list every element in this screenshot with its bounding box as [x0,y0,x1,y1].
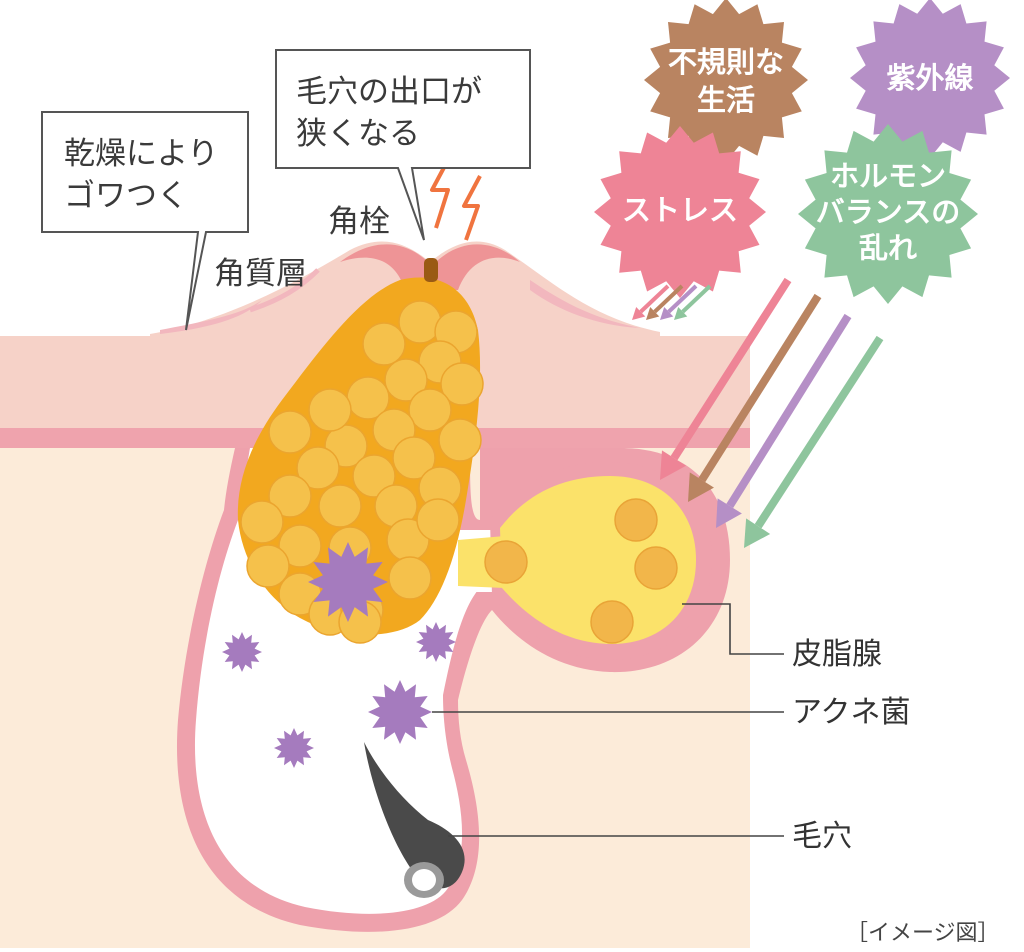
burst-label: 生活 [697,83,755,117]
plug-cell [268,410,312,454]
cause-arrows [632,277,884,548]
cause-arrow [716,313,852,528]
plug-cell [440,362,484,406]
plug-cell [246,544,290,588]
burst-label: 乱れ [859,231,917,265]
sebum-globules [484,498,678,644]
plug-cell [388,556,432,600]
plug-cell [296,446,340,490]
plug-cell [392,436,436,480]
callout-dry-line2: ゴワつく [64,178,188,214]
cause-arrow [688,293,822,502]
burst-shape [644,0,808,162]
burst-label: ホルモン [830,159,946,193]
spark-left-icon [430,159,450,229]
burst-shape [850,0,1010,158]
plug-cell [398,300,442,344]
cause-arrow [744,335,884,548]
acne-bacterium-icon [308,542,388,622]
label-keana: 毛穴 [792,819,852,854]
plug-cells [240,300,484,644]
plug-cell [416,498,460,542]
callout-narrow-box [275,49,531,241]
acne-bacterium-icon [368,680,432,744]
acne-bacterium-icon [274,728,314,768]
leader-hishisen [682,603,784,655]
hair-bulb-core [412,869,436,891]
burst-shape [798,124,978,304]
cause-arrow [674,284,712,320]
plug-cell [308,388,352,432]
plug-cell [362,322,406,366]
plug-cell [240,500,284,544]
cause-burst-2: ストレス [594,126,766,298]
callout-narrow-line1: 毛穴の出口が [296,74,482,110]
callout-narrow-line2: 狭くなる [296,116,420,152]
cause-arrow [660,277,792,480]
burst-label: 紫外線 [886,61,973,95]
plug-cell [352,454,396,498]
plug-cell [278,524,322,568]
acne-bacterium-icon [222,632,262,672]
cause-arrow [632,284,670,320]
burst-label: ストレス [622,193,738,227]
hair-shaft [364,742,465,889]
cause-arrow [660,284,698,320]
callout-dry-box [41,111,249,331]
label-acne: アクネ菌 [792,695,911,730]
plug-cell [384,358,428,402]
cause-arrow [646,284,684,320]
plug-stem [424,258,438,282]
label-hishisen: 皮脂腺 [792,637,882,672]
burst-shape [594,126,766,298]
plug-cell [268,474,312,518]
cause-burst-1: 紫外線 [850,0,1010,158]
label-kakusen: 角栓 [328,204,390,240]
plug-cell [438,418,482,462]
plug-cell [318,484,362,528]
acne-bacteria-group [222,542,456,768]
horny-flake-left [160,300,262,334]
horny-flake-left2 [249,268,320,313]
callout-dry-line1: 乾燥により [64,136,218,172]
acne-bacterium-icon [416,622,456,662]
burst-label: バランスの [816,195,960,229]
label-kakushitsu: 角質層 [214,256,307,292]
plug-cell [408,388,452,432]
burst-label: 不規則な [668,45,784,79]
spark-right-icon [462,175,482,241]
image-note: ［イメージ図］ [846,921,1000,946]
